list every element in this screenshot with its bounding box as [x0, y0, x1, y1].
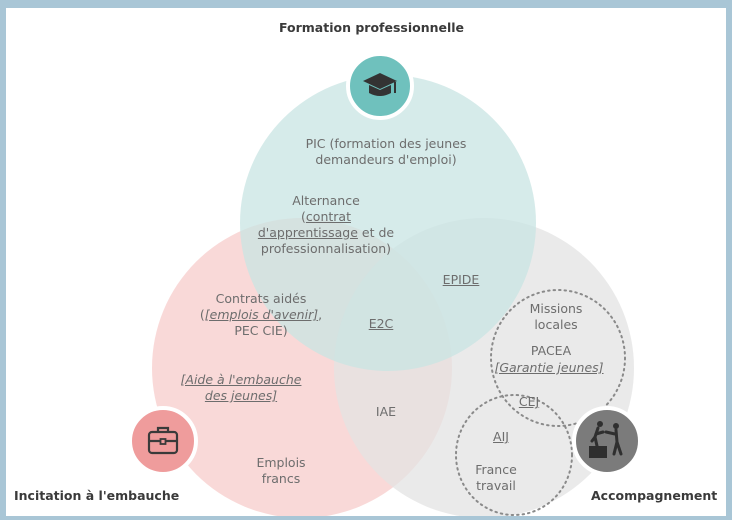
- link-cej[interactable]: CEJ: [518, 394, 540, 409]
- missions-locales-dotted-ellipse: [490, 289, 626, 427]
- helping-hand-climb-icon: [572, 406, 642, 476]
- venn-circles: [152, 75, 634, 516]
- link-apprentissage[interactable]: d'apprentissage: [257, 225, 358, 240]
- title-accompagnement: Accompagnement: [591, 488, 718, 503]
- venn-diagram: Formation professionnelle Incitation à l…: [6, 8, 726, 516]
- circle-formation: [240, 75, 536, 371]
- label-aide-embauche: [Aide à l'embauche des jeunes]: [166, 372, 316, 404]
- label-missions-locales: Missions locales: [529, 301, 583, 332]
- label-iae: IAE: [375, 404, 397, 419]
- label-emplois-francs: Emplois francs: [256, 455, 306, 486]
- link-des-jeunes[interactable]: des jeunes]: [204, 388, 278, 403]
- link-garantie-jeunes[interactable]: [Garantie jeunes]: [494, 360, 604, 375]
- title-incitation-embauche: Incitation à l'embauche: [14, 488, 180, 503]
- label-pacea: PACEA: [530, 343, 572, 358]
- link-aide-embauche[interactable]: [Aide à l'embauche: [180, 372, 302, 387]
- link-aij[interactable]: AIJ: [493, 429, 509, 444]
- label-alternance: Alternance (contrat d'apprentissage et d…: [257, 193, 395, 256]
- link-epide[interactable]: EPIDE: [442, 272, 480, 287]
- link-contrat[interactable]: contrat: [305, 209, 351, 224]
- title-formation-professionnelle: Formation professionnelle: [279, 20, 465, 35]
- france-travail-dotted-ellipse: [455, 394, 573, 516]
- label-contrats-aides: Contrats aidés ([emplois d'avenir], PEC …: [199, 291, 323, 338]
- graduation-cap-icon: [346, 52, 414, 120]
- label-pic: PIC (formation des jeunes demandeurs d'e…: [305, 136, 467, 167]
- link-emplois-avenir[interactable]: [emplois d'avenir]: [204, 307, 319, 322]
- label-france-travail: France travail: [475, 462, 517, 493]
- briefcase-icon: [128, 406, 198, 476]
- link-e2c[interactable]: E2C: [368, 316, 394, 331]
